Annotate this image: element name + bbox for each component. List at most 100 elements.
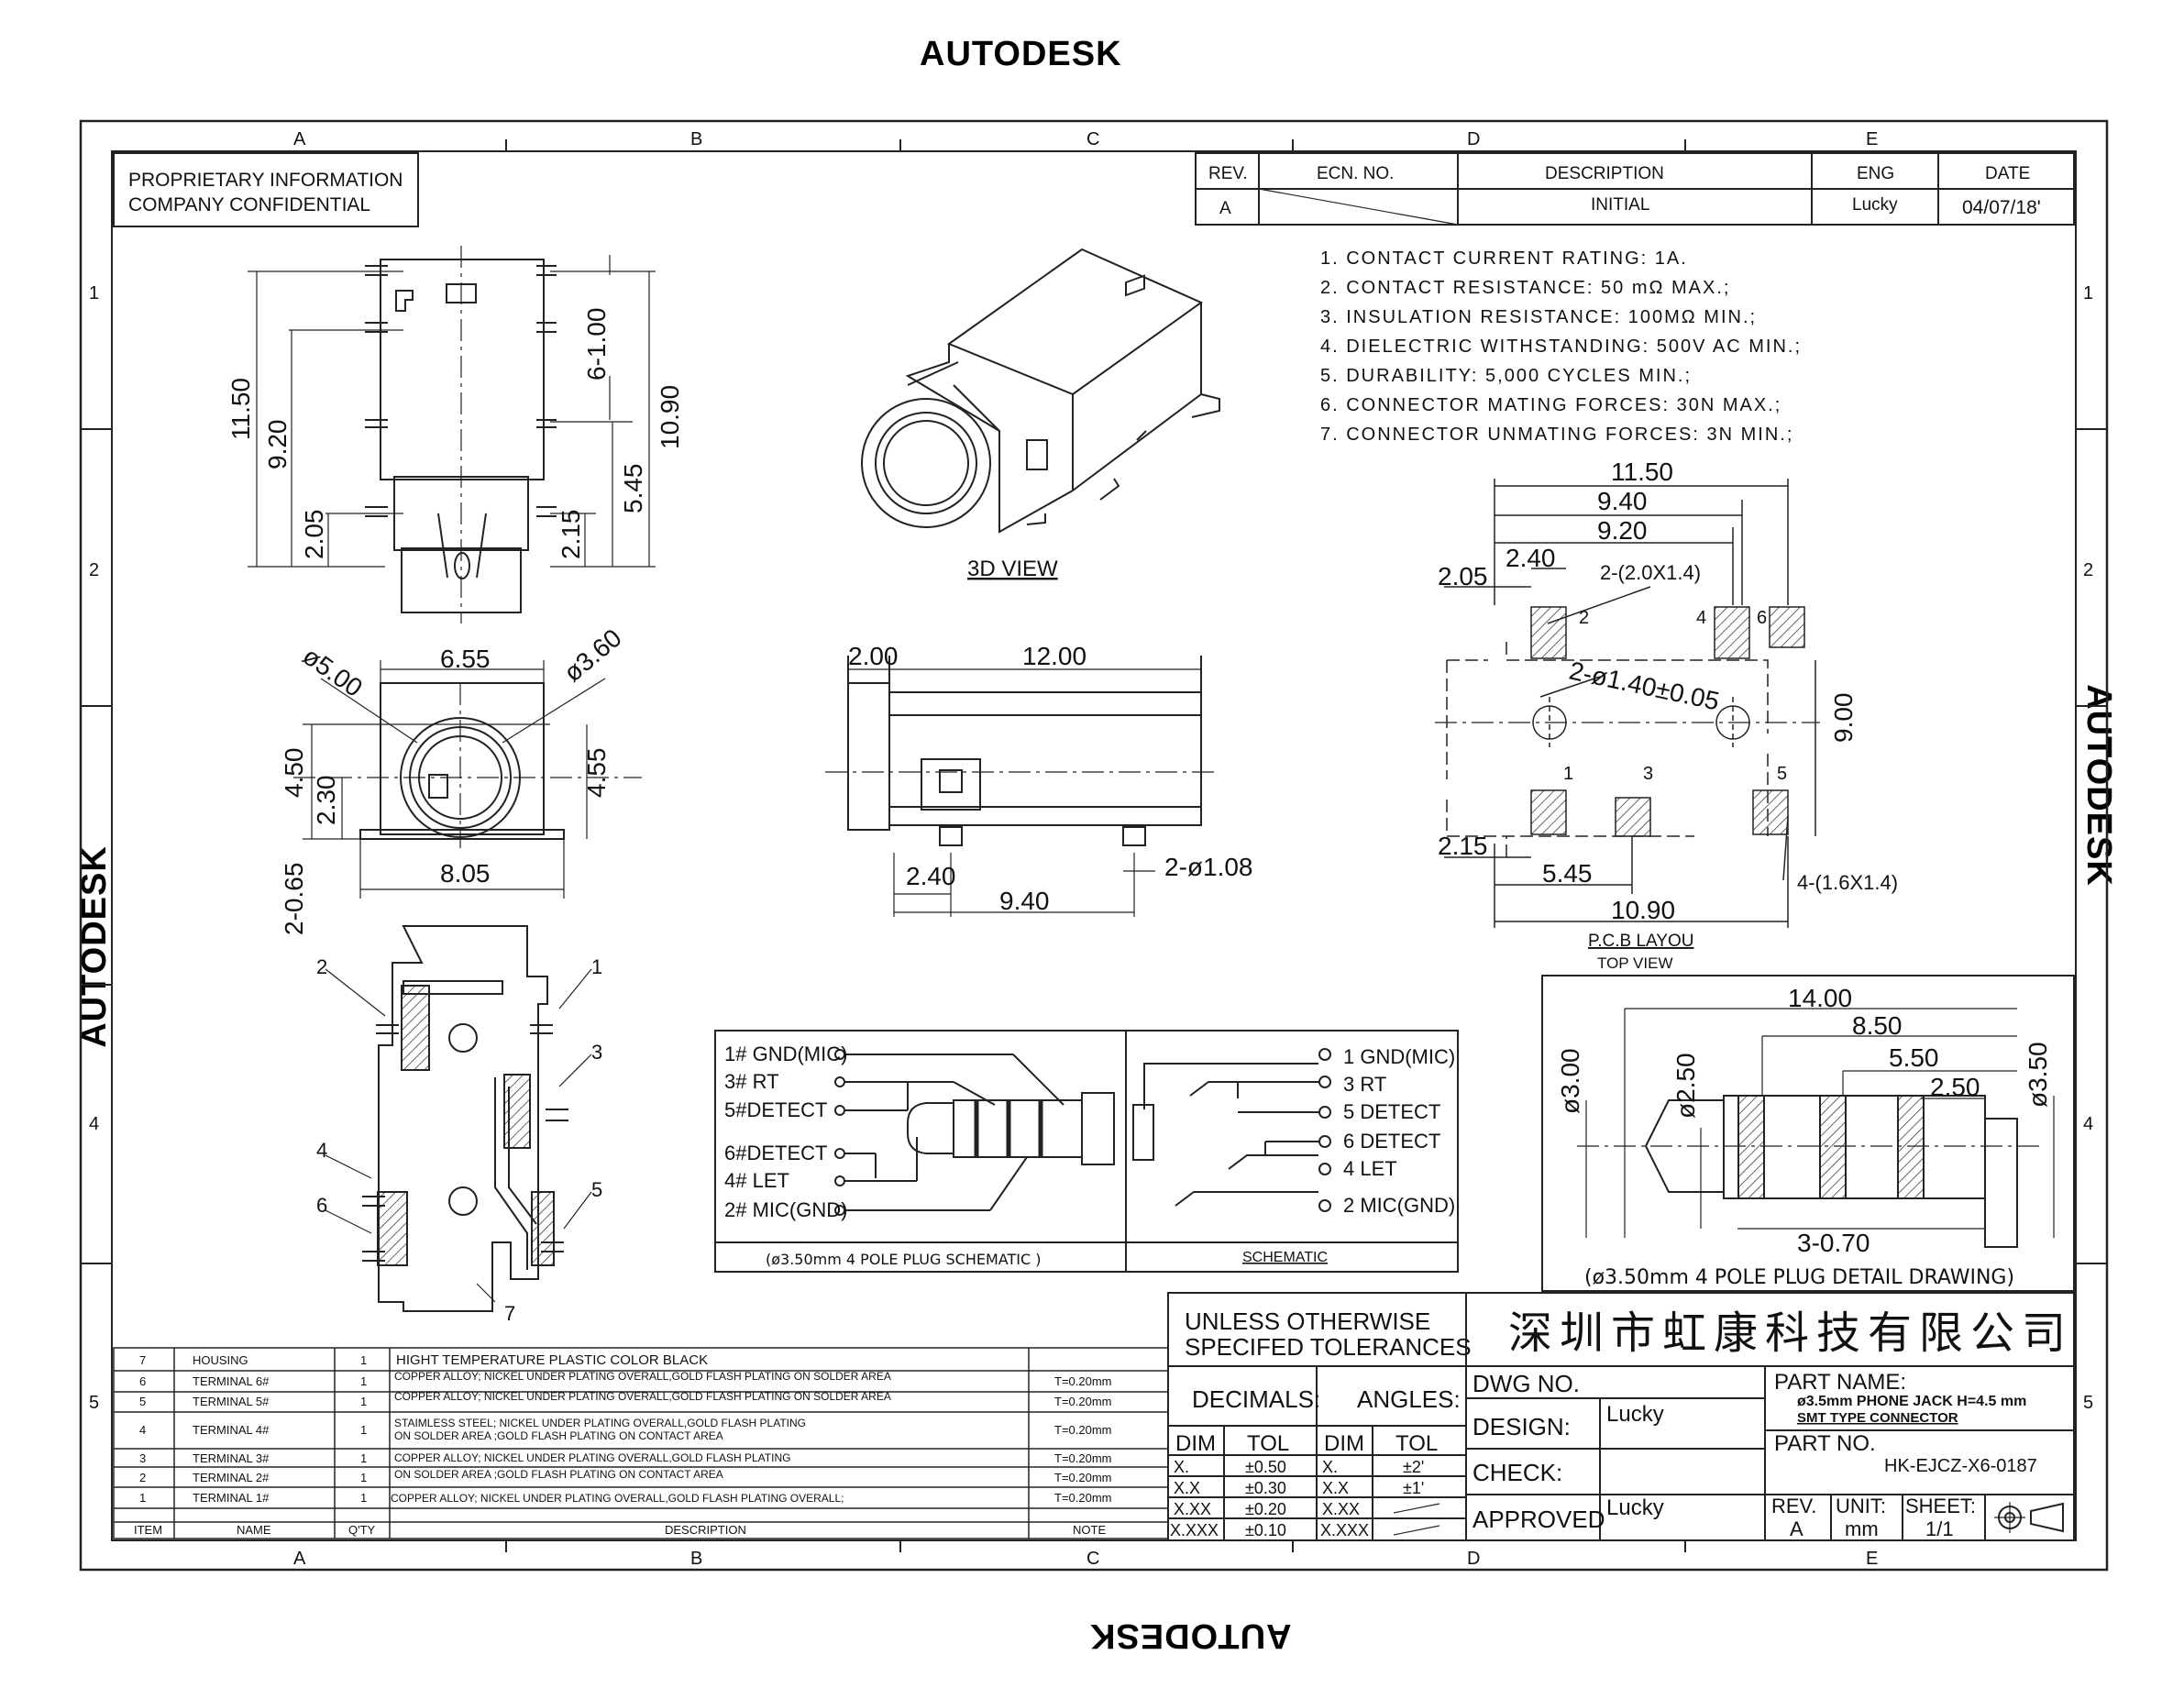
note-2: 2. CONTACT RESISTANCE: 50 mΩ MAX.;	[1320, 278, 1730, 298]
dim-2-dia-1-08: 2-ø1.08	[1164, 853, 1253, 881]
plug-detail-drawing	[1577, 1008, 2055, 1248]
bom-r4-qty: 1	[360, 1451, 367, 1465]
tol-title-1: UNLESS OTHERWISE	[1185, 1307, 1430, 1335]
bom-r3-desc2: ON SOLDER AREA ;GOLD FLASH PLATING ON CO…	[394, 1429, 723, 1442]
bottom-view	[325, 925, 592, 1312]
rev-label: REV.	[1771, 1495, 1816, 1517]
bottom-view-pins: 1 2 3 4 5 6 7	[316, 955, 602, 1325]
col-d-top: D	[1467, 129, 1480, 149]
eng-value: Lucky	[1852, 195, 1898, 215]
pcb-pin-4: 4	[1696, 608, 1706, 628]
bottom-pin-6: 6	[316, 1194, 327, 1217]
jack-sch-label-1: 1 GND(MIC)	[1343, 1045, 1455, 1068]
bom-r6-desc: COPPER ALLOY; NICKEL UNDER PLATING OVERA…	[391, 1492, 844, 1505]
col-c-top: C	[1086, 129, 1099, 149]
pcb-dim-2-40: 2.40	[1506, 544, 1556, 572]
unit-value: mm	[1845, 1517, 1879, 1540]
note-7: 7. CONNECTOR UNMATING FORCES: 3N MIN.;	[1320, 425, 1793, 445]
tol-r0-d: X.	[1174, 1458, 1189, 1476]
dim-6-1-00: 6-1.00	[582, 308, 611, 381]
plug-sch-label-5: 5#DETECT	[724, 1098, 827, 1121]
bom-r5-note: T=0.20mm	[1054, 1471, 1112, 1484]
pcb-dim-11-50: 11.50	[1611, 458, 1673, 486]
design-by: Lucky	[1606, 1402, 1664, 1427]
note-4: 4. DIELECTRIC WITHSTANDING: 500V AC MIN.…	[1320, 336, 1802, 357]
bom-h-item: ITEM	[134, 1523, 162, 1537]
plug-dim-8-50: 8.50	[1852, 1011, 1903, 1040]
tol-r1-d: X.X	[1174, 1479, 1200, 1497]
bom-r0-name: HOUSING	[193, 1353, 248, 1367]
col-e-top: E	[1866, 129, 1878, 149]
plug-schematic-drawing	[834, 1049, 1115, 1216]
plug-dim-3-0-70: 3-0.70	[1797, 1229, 1870, 1257]
title-block-lines	[1465, 1292, 2075, 1541]
unit-label: UNIT:	[1836, 1495, 1886, 1517]
pcb-pin-numbers: 2 4 6 1 3 5	[1563, 608, 1787, 784]
dim-10-90: 10.90	[656, 385, 684, 449]
bom-r1-desc: COPPER ALLOY; NICKEL UNDER PLATING OVERA…	[394, 1370, 891, 1383]
note-5: 5. DURABILITY: 5,000 CYCLES MIN.;	[1320, 366, 1692, 386]
sheet-value: 1/1	[1925, 1517, 1954, 1540]
watermark-top: AUTODESK	[920, 35, 1122, 73]
row-2-right: 2	[2083, 560, 2093, 580]
tol-r2-d: X.XX	[1174, 1500, 1211, 1518]
jack-schematic-drawing	[1132, 1048, 1331, 1212]
bom-r2-qty: 1	[360, 1395, 367, 1408]
side-view-dims: 2.00 12.00 2.40 9.40 2-ø1.08	[848, 642, 1253, 915]
dim-2-15: 2.15	[557, 510, 585, 560]
bom-r3-qty: 1	[360, 1423, 367, 1437]
proprietary-line1: PROPRIETARY INFORMATION	[128, 170, 403, 191]
bom-rows: 7 HOUSING 1 HIGHT TEMPERATURE PLASTIC CO…	[139, 1352, 1112, 1505]
bom-r6-qty: 1	[360, 1491, 367, 1505]
top-view	[248, 246, 656, 623]
grid-labels: A B C D E A B C D E 1 2 4 5 1 2 4 5	[89, 129, 2093, 1569]
pcb-dim-9-40: 9.40	[1597, 487, 1648, 515]
rev-header: REV.	[1208, 164, 1248, 183]
bom-h-note: NOTE	[1073, 1523, 1106, 1537]
part-no-value: HK-EJCZ-X6-0187	[1884, 1456, 2037, 1476]
plug-sch-label-6: 6#DETECT	[724, 1142, 827, 1164]
pcb-dim-pad4: 4-(1.6X1.4)	[1797, 871, 1898, 894]
bottom-pin-2: 2	[316, 955, 327, 978]
bom-r5-item: 2	[139, 1471, 146, 1484]
row-5-right: 5	[2083, 1393, 2093, 1413]
tol-r0-at: ±2'	[1403, 1458, 1424, 1476]
pcb-pin-1: 1	[1563, 764, 1573, 784]
schematic-caption: SCHEMATIC	[1242, 1250, 1328, 1265]
bom-r1-note: T=0.20mm	[1054, 1374, 1112, 1388]
part-name-line2: SMT TYPE CONNECTOR	[1797, 1410, 1958, 1426]
notes-list: 1. CONTACT CURRENT RATING: 1A. 2. CONTAC…	[1320, 248, 1802, 445]
part-no-label: PART NO.	[1774, 1431, 1876, 1456]
dim-2-00: 2.00	[848, 642, 899, 670]
pcb-subtitle: TOP VIEW	[1597, 954, 1673, 972]
dim-9-20: 9.20	[263, 420, 292, 470]
rev-value: A	[1219, 199, 1231, 218]
tol-r1-ad: X.X	[1322, 1479, 1349, 1497]
description-header: DESCRIPTION	[1545, 164, 1664, 183]
col-e-bottom: E	[1866, 1549, 1878, 1569]
tol-r1-t: ±0.30	[1245, 1479, 1286, 1497]
dim-dia-5-00: ø5.00	[298, 642, 368, 702]
bom-r0-desc: HIGHT TEMPERATURE PLASTIC COLOR BLACK	[396, 1352, 708, 1368]
plug-dim-5-50: 5.50	[1889, 1043, 1939, 1072]
revision-table-text: REV. ECN. NO. DESCRIPTION ENG DATE A INI…	[1208, 164, 2041, 218]
jack-sch-label-5: 5 DETECT	[1343, 1100, 1440, 1123]
jack-schematic-labels: 1 GND(MIC) 3 RT 5 DETECT 6 DETECT 4 LET …	[1242, 1045, 1455, 1265]
plug-detail-caption: (ø3.50mm 4 POLE PLUG DETAIL DRAWING)	[1584, 1266, 2014, 1289]
bom-r6-name: TERMINAL 1#	[193, 1491, 270, 1505]
jack-sch-label-3: 3 RT	[1343, 1073, 1386, 1096]
bom-r1-name: TERMINAL 6#	[193, 1374, 270, 1388]
tol-tol-header: TOL	[1247, 1431, 1289, 1456]
company-name: 深圳市虹康科技有限公司	[1508, 1309, 2073, 1358]
pcb-pin-5: 5	[1777, 764, 1787, 784]
pcb-dim-10-90: 10.90	[1611, 896, 1675, 924]
pcb-dim-9-20: 9.20	[1597, 516, 1648, 545]
proprietary-line2: COMPANY CONFIDENTIAL	[128, 194, 370, 215]
dim-4-50: 4.50	[280, 748, 308, 799]
col-c-bottom: C	[1086, 1549, 1099, 1569]
tol-dim-header: DIM	[1175, 1431, 1216, 1456]
tol-r3-ad: X.XXX	[1320, 1521, 1369, 1539]
dim-2-30: 2.30	[312, 776, 340, 826]
bom-r0-item: 7	[139, 1353, 146, 1367]
